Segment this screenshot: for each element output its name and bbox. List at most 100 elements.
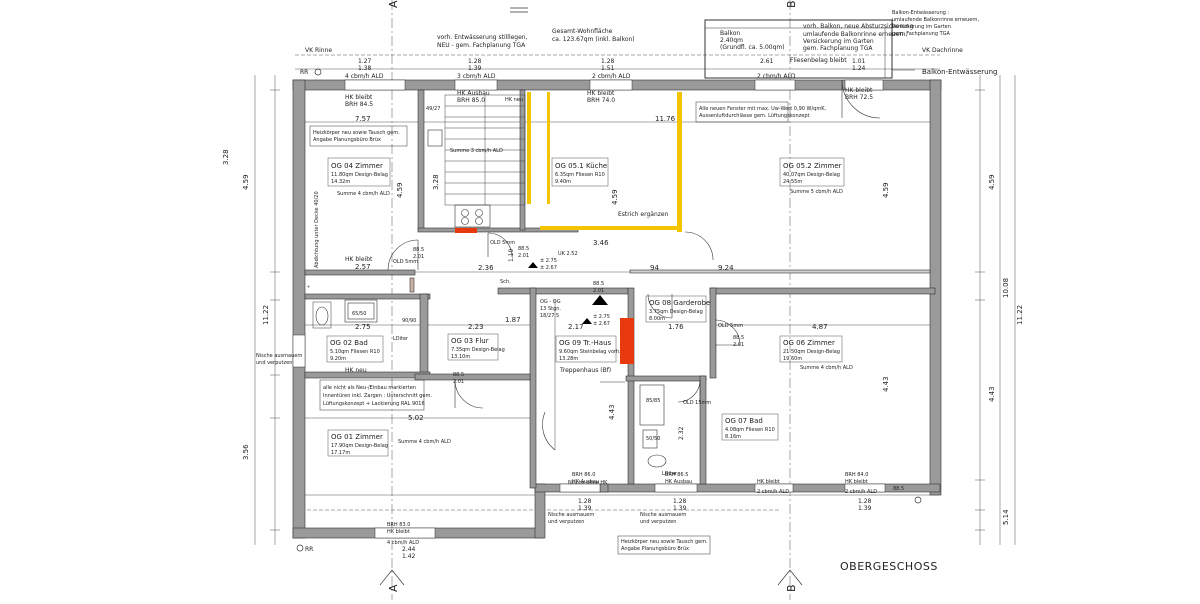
label-uk: UK 2.52 — [558, 251, 578, 257]
label-201-3: 2.01 — [593, 288, 604, 294]
dim-176: 1.76 — [668, 323, 684, 331]
label-elev2: ± 2.75 — [593, 314, 610, 320]
note-vk-dachrinne: VK Dachrinne — [922, 47, 963, 54]
dim-139c: 1.39 — [858, 505, 872, 512]
note-entw-1: vorh. Entwässerung stilllegen, — [437, 34, 528, 41]
label-cbm2-bot2: 2 cbm/h ALD — [845, 489, 877, 495]
note-heiz-top-2: Angabe Planungsbüro Brüx — [313, 137, 381, 143]
dim-t128: 1.28 — [468, 58, 482, 65]
dim-236: 2.36 — [478, 264, 494, 272]
note-nische-l-2: und verputzen — [256, 360, 292, 366]
note-entwtop-4: gem. Fachplanung TGA — [892, 31, 951, 37]
note-nische-b1-1: Nische ausmauern — [548, 512, 594, 518]
note-og-og-1: OG - OG — [540, 299, 561, 305]
dim-257: 2.57 — [355, 263, 371, 271]
label-hk-bleibt-4: HK bleibt — [757, 479, 780, 485]
dim-142: 1.42 — [402, 553, 416, 560]
bath-fixtures — [315, 277, 667, 468]
note-absturz-3: Versickerung im Garten — [803, 38, 874, 45]
label-old-1: OLD 5mm — [393, 259, 418, 265]
note-gesamt-1: Gesamt-Wohnfläche — [552, 28, 613, 35]
dim-223: 2.23 — [468, 323, 484, 331]
note-balkon-2: 2.40qm — [720, 37, 743, 44]
stair — [444, 94, 556, 450]
label-hk-bleibt-5: HK bleibt — [845, 479, 868, 485]
dim-275: 2.75 — [355, 323, 371, 331]
dim-139b: 1.39 — [673, 505, 687, 512]
room-og07-l1: 4.08qm Fliesen R10 — [725, 427, 775, 433]
label-cbm3-top: 3 cbm/h ALD — [457, 73, 496, 80]
vdim-459c: 4.59 — [882, 182, 890, 198]
note-neu-2: Innentüren inkl. Zargen : Unterschnitt g… — [323, 393, 432, 399]
room-og04-name: OG 04 Zimmer — [331, 162, 383, 170]
room-og02-l1: 5.10qm Fliesen R10 — [330, 349, 380, 355]
note-entwtop-1: Balkon-Entwässerung : — [892, 10, 950, 16]
room-og06-vent: Summe 4 cbm/h ALD — [800, 365, 853, 371]
room-boxes — [326, 157, 845, 457]
sheet-title: OBERGESCHOSS — [840, 560, 938, 573]
note-entw-2: NEU - gem. Fachplanung TGA — [437, 42, 526, 49]
vdim-1008: 10.08 — [1002, 278, 1010, 298]
note-nische-b2-1: Nische ausmauern — [640, 512, 686, 518]
room-og06-name: OG 06 Zimmer — [783, 339, 835, 347]
room-og08-l1: 3.75qm Design-Belag — [649, 309, 703, 315]
demolition-marks — [455, 92, 682, 364]
note-treppe: Treppenhaus (Bf) — [559, 367, 611, 374]
note-heiz-top-1: Heizkörper neu sowie Tausch gem. — [313, 130, 400, 136]
note-nische-b1-2: und verputzen — [548, 519, 584, 525]
note-fenster-2: Aussenluftdurchlässe gem. Lüftungskonzep… — [699, 113, 810, 119]
label-cbm2-top: 2 cbm/h ALD — [592, 73, 631, 80]
room-og08-name: OG 08 Garderobe — [649, 299, 710, 307]
vdim-514: 5.14 — [1002, 509, 1010, 525]
label-hk-bleibt-6: HK bleibt — [387, 529, 410, 535]
room-og01-name: OG 01 Zimmer — [331, 433, 383, 441]
text-layer: OBERGESCHOSS A A B B Gesamt-Wohnfläche c… — [222, 0, 1024, 592]
note-absturz-1: vorh. Balkon, neue Absturzsicherung — [803, 23, 914, 30]
label-885-2: 88.5 — [518, 246, 529, 252]
label-lditer-1: LDiter — [393, 336, 409, 342]
label-elev1b: ± 2.67 — [540, 265, 557, 271]
label-brh840: BRH 84.0 — [845, 472, 868, 478]
label-old-4: OLD 15mm — [683, 400, 711, 406]
vdim-459-left: 4.59 — [242, 174, 250, 190]
label-5050: 50/50 — [646, 436, 660, 442]
room-og051-l1: 6.35qm Fliesen R10 — [555, 172, 605, 178]
room-og07-l2: 8.16m — [725, 434, 741, 440]
room-og06-l2: 19.60m — [783, 356, 802, 362]
label-brh740: BRH 74.0 — [587, 97, 615, 104]
note-abdichtung: Abdichtung unter Decke 40/20 — [314, 191, 320, 268]
dim-t101: 1.01 — [852, 58, 866, 65]
label-brh830: BRH 83.0 — [387, 522, 410, 528]
room-og052-name: OG 05.2 Zimmer — [783, 162, 842, 170]
note-fenster-1: Alle neuen Fenster mit max. Uw-Wert 0,90… — [699, 106, 826, 112]
room-og04-vent: Summe 4 cbm/h ALD — [337, 191, 390, 197]
label-rr-bottom: RR — [305, 546, 313, 553]
label-201-4: 2.01 — [453, 379, 464, 385]
dim-t124: 1.24 — [852, 65, 866, 72]
section-markers — [296, 7, 922, 586]
room-og04-l2: 14.32m — [331, 179, 350, 185]
vdim-459b: 4.59 — [611, 189, 619, 205]
label-hk-neu-2: HK neu — [345, 367, 367, 374]
room-og06-l1: 21.50qm Design-Belag — [783, 349, 840, 355]
vdim-232: 2.32 — [678, 426, 685, 440]
label-brh845: BRH 84.5 — [345, 101, 373, 108]
label-elev2b: ± 2.67 — [593, 321, 610, 327]
dim-1176: 11.76 — [655, 115, 676, 123]
windows — [292, 79, 886, 539]
room-og052-vent: Summe 5 cbm/h ALD — [790, 189, 843, 195]
room-og052-l1: 40.07qm Design-Belag — [783, 172, 840, 178]
room-og051-name: OG 05.1 Küche — [555, 162, 607, 170]
note-heiz-b-2: Angabe Planungsbüro Brüx — [621, 546, 689, 552]
note-og-og-2: 13 Stgn. — [540, 306, 561, 312]
label-hk-ausbau-2: HK Ausbau — [572, 479, 599, 485]
note-nische-b2-2: und verputzen — [640, 519, 676, 525]
dim-187: 1.87 — [505, 316, 521, 324]
note-heiz-b-1: Heizkörper neu sowie Tausch gem. — [621, 539, 708, 545]
note-entwtop-3: Versickerung im Garten — [892, 24, 951, 30]
note-estrich: Estrich ergänzen — [618, 211, 669, 218]
label-lditer-2: LDiter — [662, 471, 678, 477]
label-885-6: 88.5 — [733, 335, 744, 341]
dim-502: 5.02 — [408, 414, 424, 422]
label-201-1: 2.01 — [413, 254, 424, 260]
